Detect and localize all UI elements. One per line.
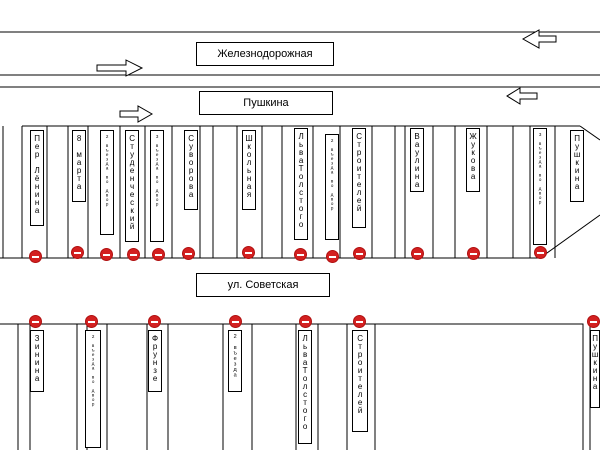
street-label-per-lenina: Пер Лёнина	[30, 130, 44, 226]
street-label-lva-tolstogo-bottom: ЛьваТолстого	[298, 330, 312, 444]
street-label-shkolnaya: Школьная	[242, 130, 256, 210]
no-entry-icon	[182, 247, 195, 260]
no-entry-icon	[71, 246, 84, 259]
no-entry-icon	[411, 247, 424, 260]
street-label-vaulina: Ваулина	[410, 128, 424, 192]
street-label-2-vyezda-vo-dvor-1: 2 въезда во двор	[100, 130, 114, 235]
sovetskaya-road-bottom-edge	[0, 323, 584, 450]
street-label-2-vyezda: 2 въезда	[228, 330, 242, 392]
street-label-sovetskaya: ул. Советская	[196, 273, 330, 297]
street-label-pushkina-bottom: Пушкина	[590, 330, 600, 408]
no-entry-icon	[467, 247, 480, 260]
street-label-studencheskiy: Студенческий	[125, 130, 139, 242]
no-entry-icon	[326, 250, 339, 263]
street-label-2-vyezda-vo-dvor-bottom: 2 въезда во двор	[85, 330, 101, 448]
no-entry-icon	[29, 315, 42, 328]
no-entry-icon	[299, 315, 312, 328]
street-label-suvorova: Суворова	[184, 130, 198, 210]
street-label-zheleznodorozhnaya: Железнодорожная	[196, 42, 334, 66]
street-label-3-vyezda-vo-dvor: 3 въезда во двор	[150, 130, 164, 242]
street-label-lva-tolstogo-top: ЛьваТолстого	[294, 128, 308, 240]
direction-arrow-icon	[119, 105, 154, 123]
no-entry-icon	[100, 248, 113, 261]
no-entry-icon	[152, 248, 165, 261]
direction-arrow-icon	[521, 29, 557, 49]
direction-arrow-icon	[506, 87, 538, 105]
direction-arrow-icon	[96, 59, 144, 77]
street-label-pushkina: Пушкина	[199, 91, 333, 115]
no-entry-icon	[127, 248, 140, 261]
no-entry-icon	[148, 315, 161, 328]
street-label-stroiteley-top: Строителей	[352, 128, 366, 228]
no-entry-icon	[29, 250, 42, 263]
pushkina-road-right-diagonal	[579, 125, 600, 141]
street-label-frunze: Фрунзе	[148, 330, 162, 392]
top-lane-lines	[2, 126, 556, 258]
street-label-3-vyezda-vo-dvor-2: 3 въезда во двор	[533, 128, 547, 245]
no-entry-icon	[353, 247, 366, 260]
no-entry-icon	[534, 246, 547, 259]
no-entry-icon	[353, 315, 366, 328]
street-label-zhukova: Жукова	[466, 128, 480, 192]
street-label-8-marta: 8 марта	[72, 130, 86, 202]
no-entry-icon	[242, 246, 255, 259]
street-label-stroiteley-bottom: Строителей	[352, 330, 368, 432]
no-entry-icon	[85, 315, 98, 328]
no-entry-icon	[587, 315, 600, 328]
no-entry-icon	[294, 248, 307, 261]
no-entry-icon	[229, 315, 242, 328]
street-label-pushkina-side: Пушкина	[570, 130, 584, 202]
street-label-zinina: Зинина	[30, 330, 44, 392]
street-label-2-vyezda-vo-dvor-2: 2 въезда во двор	[325, 134, 339, 240]
